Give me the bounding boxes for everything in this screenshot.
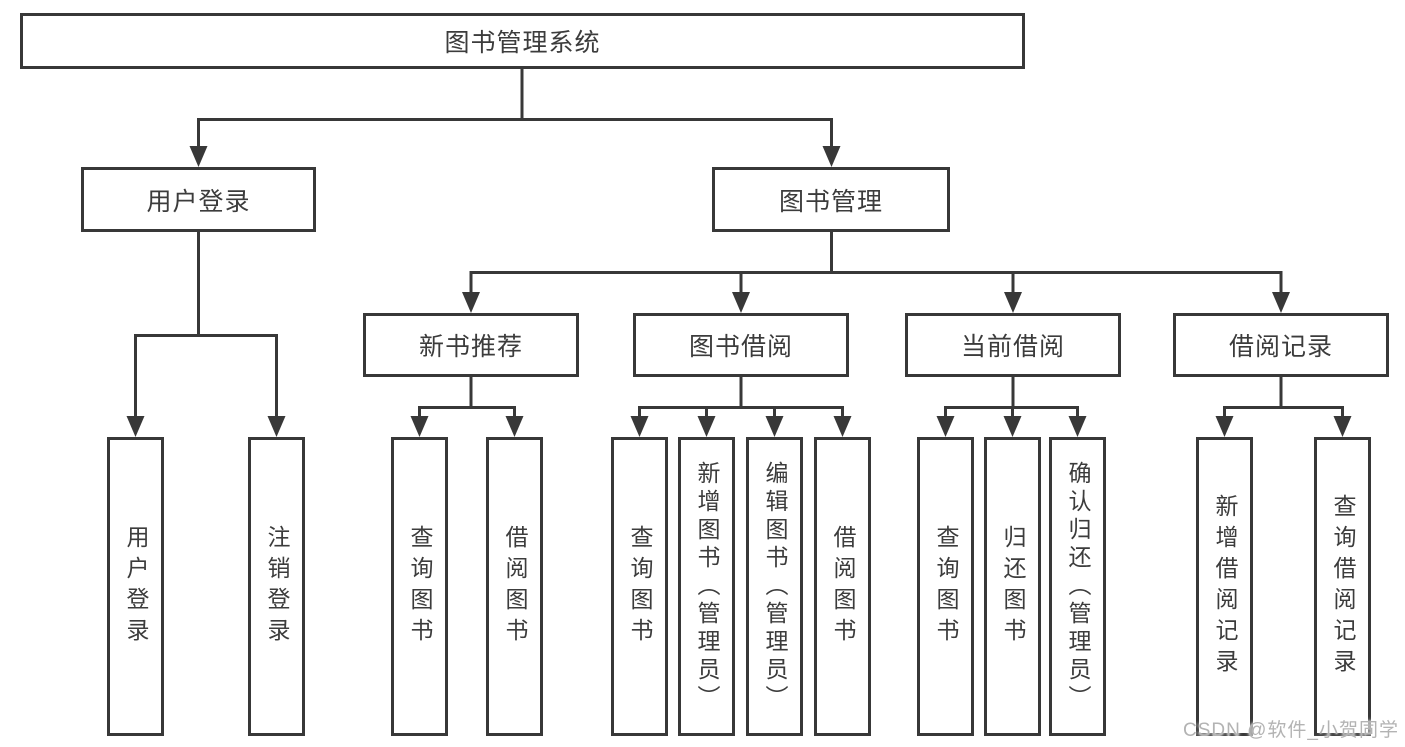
connector-book-borrow-children <box>638 377 844 421</box>
leaf-logout: 注销登录 <box>248 437 305 736</box>
leaf-confirm-return-admin: 确认归还（管理员） <box>1049 437 1106 736</box>
leaf-edit-book-admin-label: 编辑图书（管理员） <box>762 460 788 713</box>
leaf-query-books-2: 查询图书 <box>611 437 668 736</box>
node-user-login: 用户登录 <box>81 167 316 232</box>
node-borrow-records: 借阅记录 <box>1173 313 1389 377</box>
connector-borrow-records-children <box>1223 377 1344 421</box>
leaf-query-books-3: 查询图书 <box>917 437 974 736</box>
arrowheads <box>126 146 1352 437</box>
leaf-return-books-label: 归还图书 <box>1000 524 1026 649</box>
connector-new-book-recommend-children <box>418 377 516 421</box>
node-book-management: 图书管理 <box>712 167 950 232</box>
leaf-query-borrow-record: 查询借阅记录 <box>1314 437 1371 736</box>
leaf-borrow-books-2-label: 借阅图书 <box>830 524 856 649</box>
leaf-user-login-label: 用户登录 <box>123 524 149 649</box>
leaf-borrow-books-2: 借阅图书 <box>814 437 871 736</box>
leaf-confirm-return-admin-label: 确认归还（管理员） <box>1065 460 1091 713</box>
connector-current-borrow-children <box>944 377 1079 421</box>
leaf-add-borrow-record: 新增借阅记录 <box>1196 437 1253 736</box>
node-borrow-records-label: 借阅记录 <box>1228 333 1333 361</box>
node-user-login-label: 用户登录 <box>146 187 251 216</box>
node-new-book-recommend-label: 新书推荐 <box>418 333 523 361</box>
leaf-query-books-3-label: 查询图书 <box>933 524 959 649</box>
connector-book-management-children <box>469 232 1283 297</box>
node-new-book-recommend: 新书推荐 <box>363 313 579 377</box>
leaf-query-books-2-label: 查询图书 <box>627 524 653 649</box>
node-library-system: 图书管理系统 <box>20 13 1025 69</box>
node-library-system-label: 图书管理系统 <box>444 29 601 57</box>
leaf-logout-label: 注销登录 <box>264 524 290 649</box>
node-current-borrow-label: 当前借阅 <box>960 333 1065 361</box>
leaf-user-login: 用户登录 <box>107 437 164 736</box>
leaf-query-books-1-label: 查询图书 <box>407 524 433 649</box>
node-book-borrow: 图书借阅 <box>633 313 849 377</box>
leaf-add-borrow-record-label: 新增借阅记录 <box>1212 493 1238 680</box>
leaf-borrow-books-1-label: 借阅图书 <box>502 524 528 649</box>
leaf-add-book-admin-label: 新增图书（管理员） <box>694 460 720 713</box>
node-book-management-label: 图书管理 <box>778 187 883 216</box>
node-current-borrow: 当前借阅 <box>905 313 1121 377</box>
leaf-query-borrow-record-label: 查询借阅记录 <box>1330 493 1356 680</box>
connector-root-to-level2 <box>197 69 833 150</box>
leaf-query-books-1: 查询图书 <box>391 437 448 736</box>
leaf-return-books: 归还图书 <box>984 437 1041 736</box>
leaf-add-book-admin: 新增图书（管理员） <box>678 437 735 736</box>
watermark: CSDN @软件_小贺同学 <box>1183 720 1399 741</box>
leaf-edit-book-admin: 编辑图书（管理员） <box>746 437 803 736</box>
node-book-borrow-label: 图书借阅 <box>688 333 793 361</box>
connector-user-login-children <box>134 232 278 420</box>
leaf-borrow-books-1: 借阅图书 <box>486 437 543 736</box>
